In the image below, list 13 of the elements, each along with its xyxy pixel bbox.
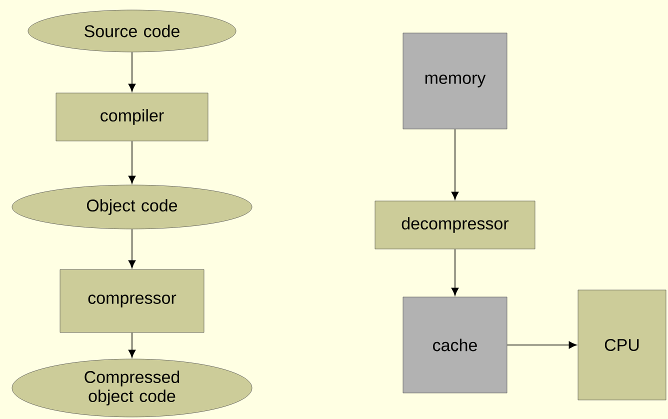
arrow [128,332,136,358]
process-box: cache [402,296,508,394]
process-box: compressor [60,269,204,333]
arrow [128,228,136,268]
process-box: compiler [56,92,208,142]
arrow [451,248,459,296]
process-box: CPU [578,290,666,400]
arrow [451,128,459,200]
process-box: memory [402,32,508,130]
arrow [128,52,136,92]
process-box: decompressor [374,200,536,250]
arrow [128,140,136,184]
arrow [506,341,577,349]
